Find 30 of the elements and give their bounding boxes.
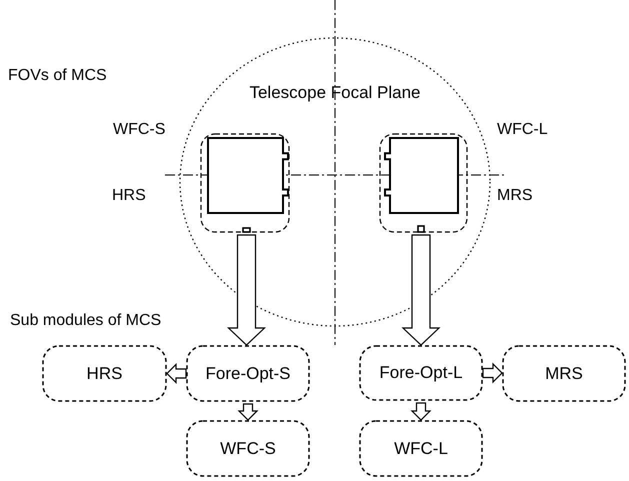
port bbox=[417, 225, 425, 233]
block-arrow bbox=[238, 403, 258, 421]
module-box bbox=[186, 420, 310, 477]
plane-title: Telescope Focal Plane bbox=[249, 82, 421, 104]
block-arrow bbox=[482, 362, 503, 384]
block-arrow bbox=[410, 402, 432, 421]
text-label: Sub modules of MCS bbox=[10, 311, 162, 331]
module-box bbox=[359, 345, 483, 401]
module-label: HRS bbox=[86, 362, 122, 384]
fov-region bbox=[200, 133, 290, 233]
module-label: WFC-L bbox=[394, 438, 448, 460]
module-label: MRS bbox=[545, 362, 583, 384]
focal-plane-circle bbox=[180, 38, 490, 326]
module-box bbox=[502, 345, 626, 402]
port bbox=[242, 227, 251, 233]
module-box bbox=[42, 345, 167, 402]
block-arrow bbox=[402, 234, 440, 346]
module-box bbox=[359, 420, 483, 477]
module-label: Fore-Opt-L bbox=[379, 362, 463, 384]
module-label: WFC-S bbox=[220, 438, 276, 460]
module-label: Fore-Opt-S bbox=[205, 362, 291, 384]
block-arrow bbox=[227, 234, 266, 346]
text-label: HRS bbox=[112, 186, 146, 206]
text-label: WFC-S bbox=[113, 120, 166, 140]
text-label: MRS bbox=[497, 186, 533, 206]
text-label: WFC-L bbox=[497, 120, 548, 140]
module-box bbox=[186, 345, 310, 402]
block-arrow bbox=[166, 363, 187, 384]
fov-region bbox=[379, 133, 468, 233]
text-label: FOVs of MCS bbox=[8, 66, 107, 86]
